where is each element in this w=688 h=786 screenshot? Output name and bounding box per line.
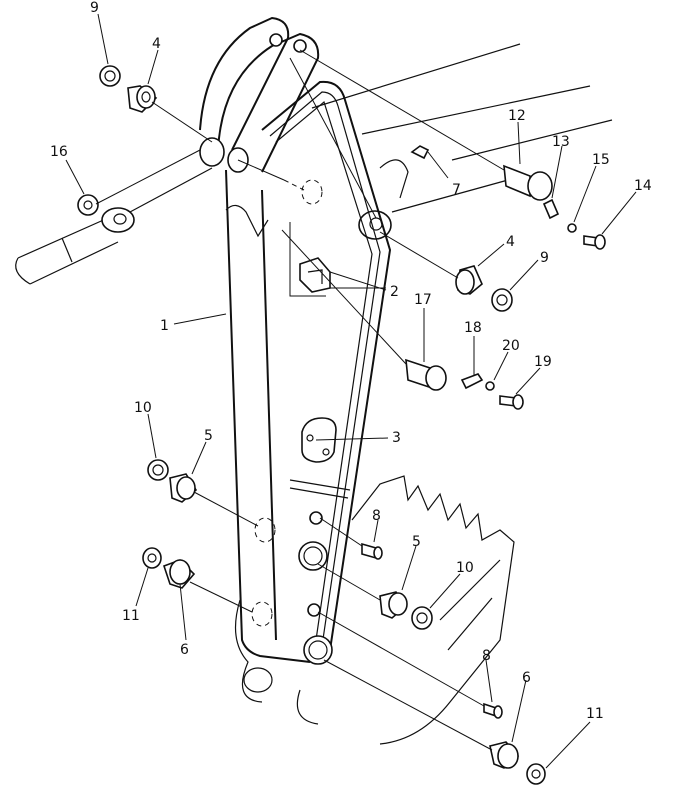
pin-17 — [405, 358, 447, 391]
callout-1: 1 — [160, 318, 169, 334]
seal-9-top — [99, 65, 121, 87]
assembly-lines — [95, 49, 505, 751]
callout-17: 17 — [414, 292, 432, 308]
callout-6a: 6 — [180, 642, 189, 658]
callout-7: 7 — [452, 182, 461, 198]
callout-12: 12 — [508, 108, 526, 124]
callout-13: 13 — [552, 134, 570, 150]
bushing-4-mid — [455, 265, 483, 295]
spacer-18 — [460, 373, 484, 390]
callout-8b: 8 — [482, 648, 491, 664]
boom-cylinder-rod — [15, 167, 213, 285]
callout-labels: 9 4 16 12 13 15 14 7 4 9 2 1 17 18 20 19… — [50, 0, 652, 722]
seal-9-mid — [491, 288, 513, 312]
bushing-5-left — [169, 473, 198, 503]
callout-11a: 11 — [122, 608, 140, 624]
bushing-6-left — [162, 559, 196, 589]
bucket — [234, 475, 515, 745]
washer-20 — [485, 381, 495, 391]
washer-15 — [567, 223, 577, 233]
callout-9b: 9 — [540, 250, 549, 266]
seal-11-left — [142, 547, 162, 569]
bolt-14 — [583, 234, 606, 250]
callout-9a: 9 — [90, 0, 99, 16]
bolt-19 — [499, 394, 524, 410]
callout-14: 14 — [634, 178, 652, 194]
callout-5a: 5 — [204, 428, 213, 444]
seal-10-left — [147, 459, 169, 481]
callout-20: 20 — [502, 338, 520, 354]
shim-16 — [77, 194, 99, 216]
callout-11b: 11 — [586, 706, 604, 722]
grease-fitting-8-mid — [361, 542, 383, 560]
callout-19: 19 — [534, 354, 552, 370]
bucket-cylinder — [311, 43, 613, 240]
guard-bracket — [299, 257, 331, 293]
arm-body — [199, 16, 392, 665]
callout-18: 18 — [464, 320, 482, 336]
callout-16: 16 — [50, 144, 68, 160]
callout-2: 2 — [390, 284, 399, 300]
callout-10a: 10 — [134, 400, 152, 416]
grease-fitting-7 — [410, 145, 430, 160]
grease-fitting-8-low — [483, 702, 503, 719]
seal-11-right — [526, 763, 546, 785]
callout-6b: 6 — [522, 670, 531, 686]
leader-lines — [65, 13, 637, 769]
bushing-6-right — [489, 741, 520, 769]
callout-8a: 8 — [372, 508, 381, 524]
callout-5b: 5 — [412, 534, 421, 550]
pin-12 — [503, 164, 553, 201]
callout-10b: 10 — [456, 560, 474, 576]
seal-10-right — [411, 606, 433, 630]
callout-4a: 4 — [152, 36, 161, 52]
bushing-5-right — [379, 591, 408, 619]
bushing-4-top — [127, 85, 158, 113]
callout-15: 15 — [592, 152, 610, 168]
callout-4b: 4 — [506, 234, 515, 250]
callout-3: 3 — [392, 430, 401, 446]
plate-13 — [542, 198, 560, 220]
